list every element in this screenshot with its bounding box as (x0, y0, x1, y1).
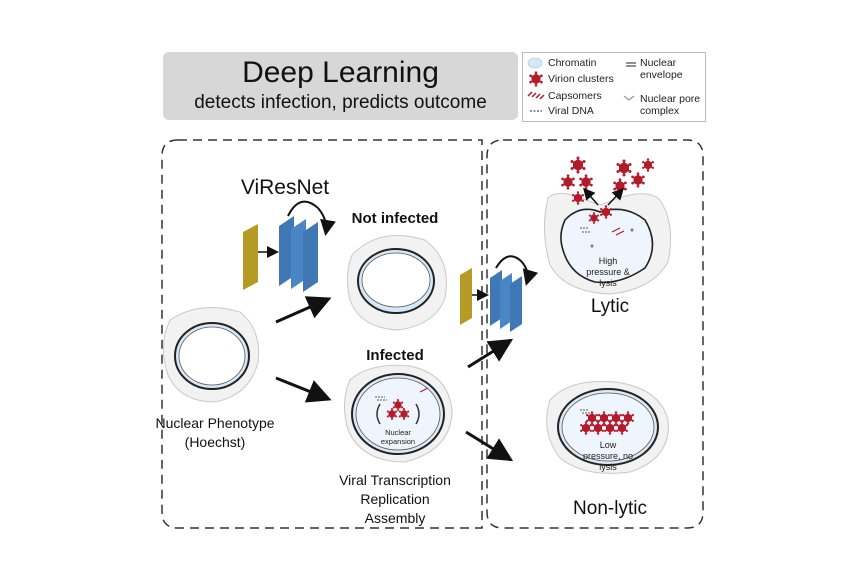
infected-cell (344, 364, 453, 463)
legend (522, 52, 706, 122)
title-main: Deep Learning (242, 56, 439, 89)
legend-nuclear-pore-complex: Nuclear pore complex (640, 93, 701, 117)
viral-step-transcription: Viral Transcription (339, 472, 451, 488)
model-name: ViResNet (240, 176, 330, 199)
escaping-virions (561, 156, 654, 206)
chromatin-swatch (527, 57, 543, 69)
title-box (163, 52, 518, 120)
capsomer-swatch (527, 91, 545, 100)
legend-capsomers: Capsomers (548, 90, 602, 102)
legend-virion-clusters: Virion clusters (548, 73, 614, 85)
title-subtitle: detects infection, predicts outcome (194, 92, 487, 113)
outcome-filters (460, 255, 539, 332)
viral-step-assembly: Assembly (364, 510, 426, 526)
nuclear-pore-swatch (623, 95, 635, 101)
non-lytic-label: Non-lytic (573, 498, 647, 519)
hoechst-label: (Hoechst) (184, 434, 246, 450)
non-lytic-cell (546, 380, 669, 474)
infected-label: Infected (366, 347, 424, 364)
nuclear-phenotype-label: Nuclear Phenotype (155, 415, 275, 431)
lytic-label: Lytic (590, 296, 630, 317)
flow-arrows (275, 296, 514, 462)
legend-chromatin: Chromatin (548, 57, 597, 69)
not-infected-cell (346, 234, 447, 331)
legend-icons (527, 57, 636, 112)
nuclear-envelope-swatch (626, 62, 636, 67)
non-lytic-note: Low pressure, no lysis (582, 440, 634, 472)
right-panel (486, 139, 704, 529)
lytic-cell (543, 192, 672, 295)
legend-nuclear-envelope: Nuclear envelope (640, 57, 683, 81)
viral-step-replication: Replication (360, 491, 430, 507)
left-panel (161, 139, 483, 529)
legend-viral-dna: Viral DNA (548, 105, 594, 117)
lytic-note: High pressure & lysis (586, 256, 630, 288)
not-infected-label: Not infected (351, 210, 439, 227)
phenotype-cell (163, 307, 260, 403)
virion-swatch (529, 71, 543, 87)
nuclear-expansion-label: Nuclear expansion (380, 428, 416, 446)
viresnet-filters (243, 200, 336, 292)
